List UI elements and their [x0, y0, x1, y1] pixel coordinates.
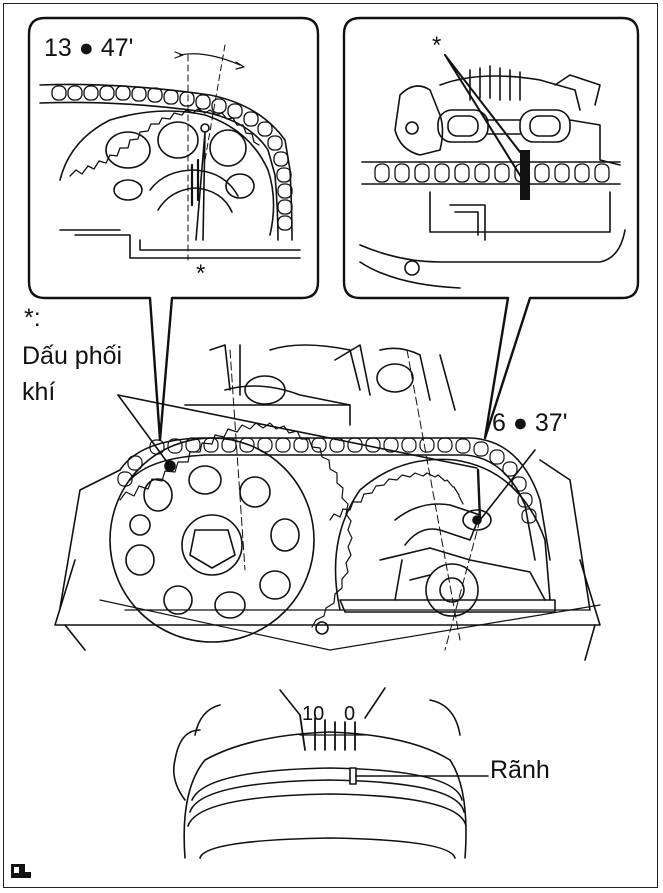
right-inset-camshaft: [359, 54, 626, 289]
page-corner-icon: [11, 864, 31, 878]
intake-angle-label: 13 ● 47': [44, 34, 134, 62]
intake-sprocket: [109, 422, 353, 643]
scale-0-label: 0: [344, 703, 356, 725]
legend-asterisk: *:: [24, 304, 41, 332]
timing-scale: [299, 714, 366, 751]
left-inset-sprocket: [59, 108, 301, 259]
exhaust-sprocket: [329, 458, 556, 617]
scale-10-label: 10: [302, 703, 325, 725]
left-inset-asterisk: *: [196, 260, 206, 287]
legend-line2: khí: [22, 378, 56, 406]
groove-label: Rãnh: [490, 756, 550, 784]
right-inset-asterisk: *: [432, 32, 442, 59]
crank-pulley: [172, 687, 489, 859]
left-inset-pointer: [174, 44, 245, 261]
left-inset: [27, 16, 320, 442]
legend-line1: Dấu phối: [22, 342, 123, 370]
exhaust-angle-label: 6 ● 37': [492, 409, 568, 437]
groove-notch: [349, 767, 357, 785]
main-engine-view: [54, 344, 601, 661]
main-chain: [117, 437, 551, 561]
left-inset-chain: [39, 83, 293, 241]
leader-lines: [117, 349, 536, 651]
right-inset: [342, 16, 640, 440]
diagram-frame: [3, 3, 658, 888]
